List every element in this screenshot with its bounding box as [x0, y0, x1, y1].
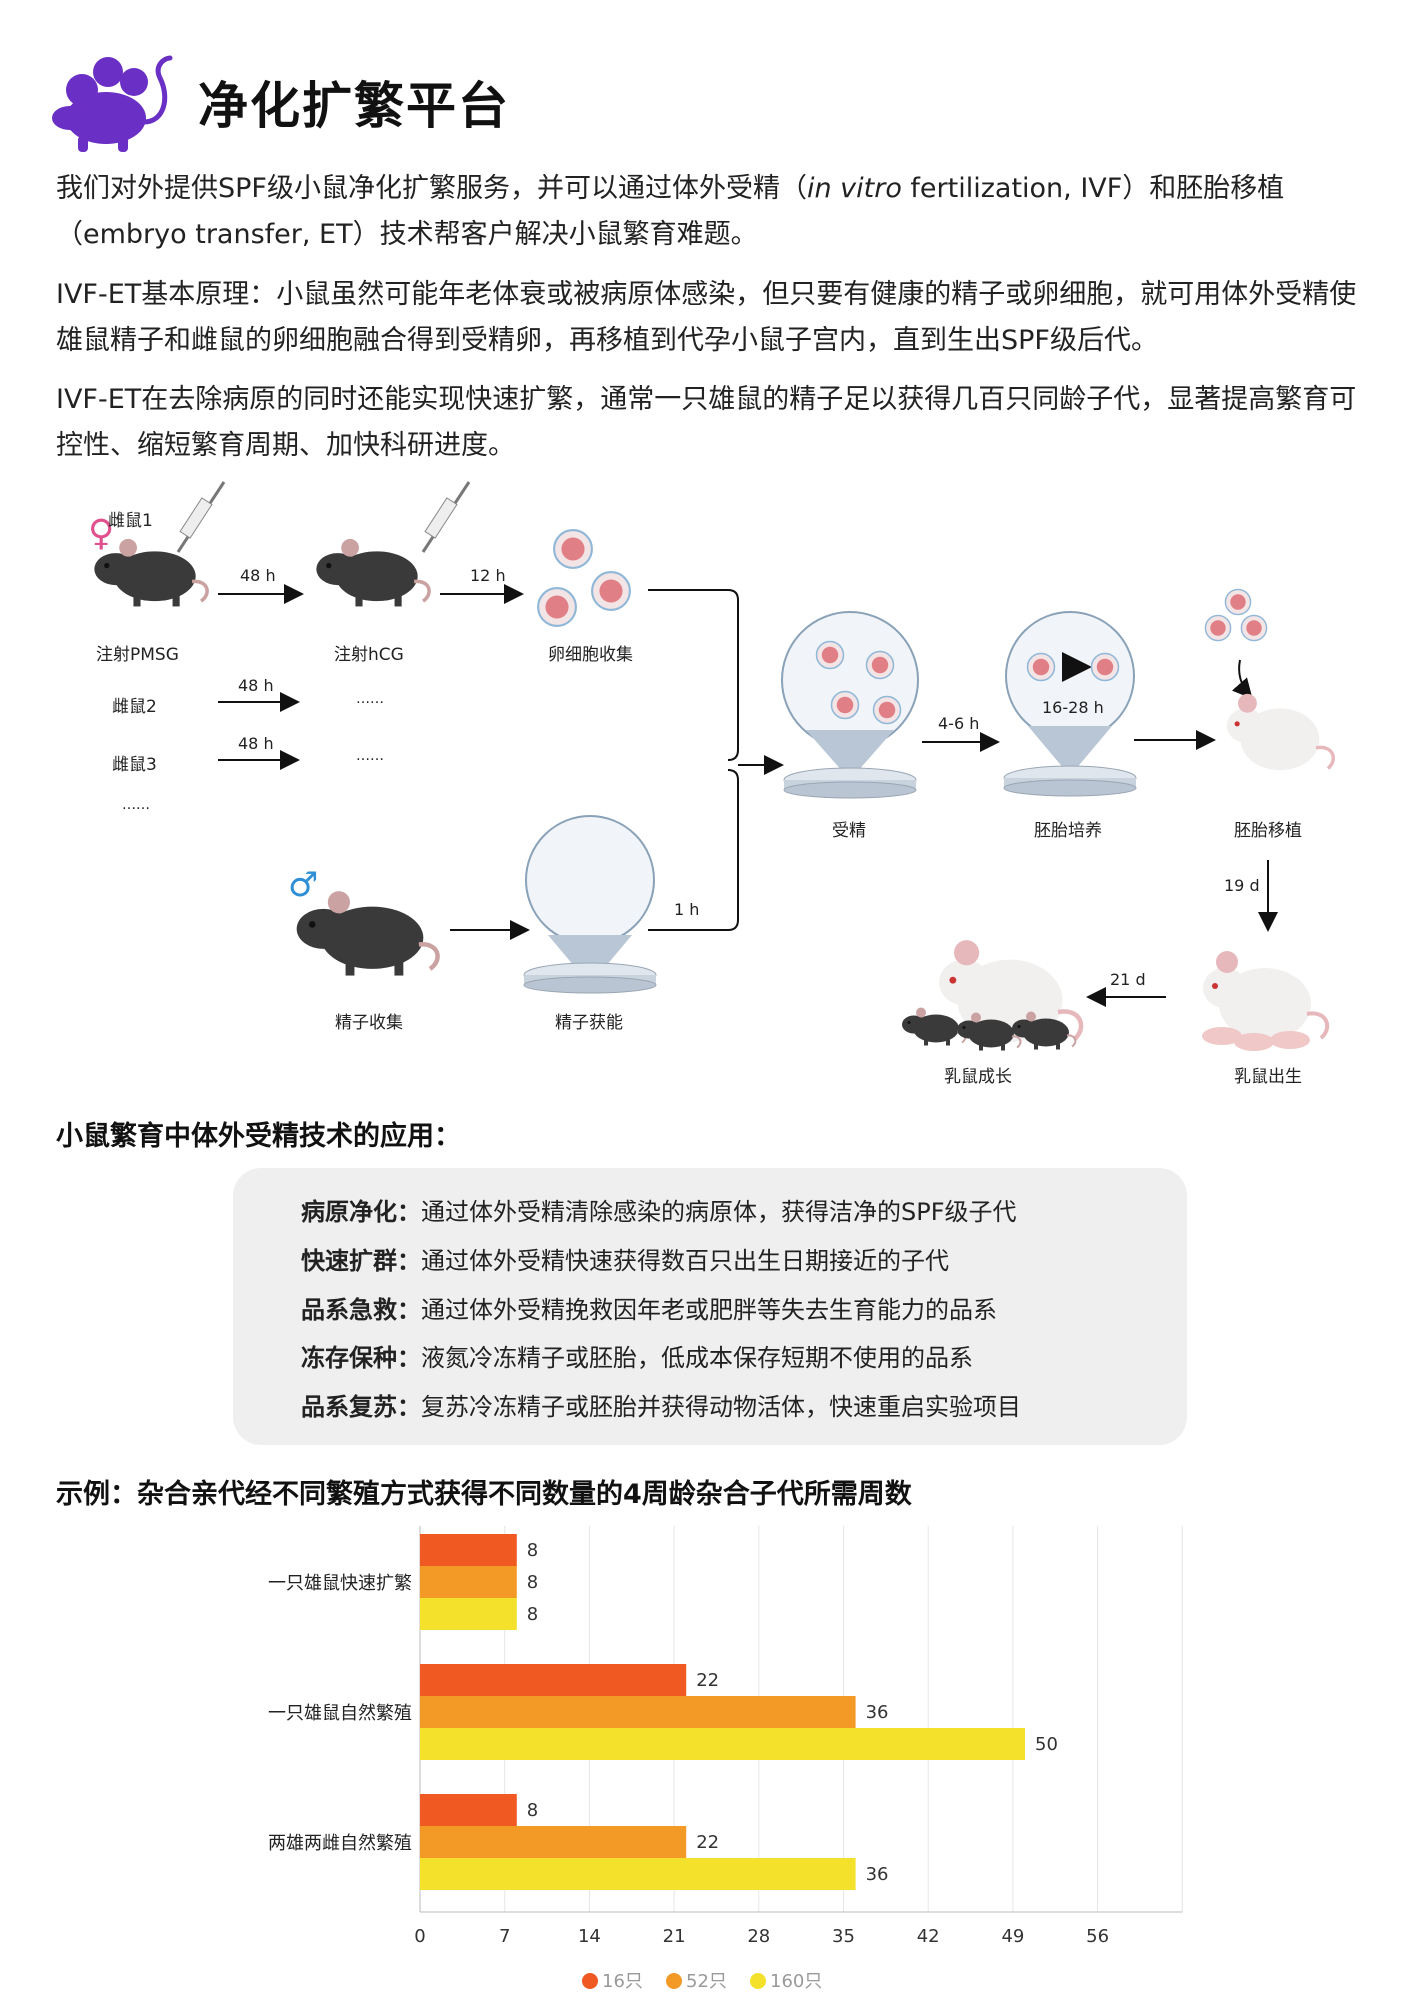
time-48h-a: 48 h [240, 566, 276, 585]
bar-value-label: 22 [696, 1670, 719, 1691]
x-tick-label: 7 [499, 1926, 510, 1947]
time-12h: 12 h [470, 566, 506, 585]
sperm-capacitation-label: 精子获能 [555, 1013, 623, 1033]
category-label: 两雄两雌自然繁殖 [268, 1832, 412, 1854]
intro-paragraph-1: 我们对外提供SPF级小鼠净化扩繁服务，并可以通过体外受精（in vitro fe… [56, 166, 1366, 258]
application-item: 病原净化：通过体外受精清除感染的病原体，获得洁净的SPF级子代 [301, 1198, 1017, 1226]
legend-label: 160只 [770, 1971, 822, 1992]
x-tick-label: 21 [663, 1926, 686, 1947]
bar-value-label: 36 [866, 1864, 889, 1885]
intro-paragraph-2: IVF-ET基本原理：小鼠虽然可能年老体衰或被病原体感染，但只要有健康的精子或卵… [56, 279, 1357, 356]
bar [420, 1566, 517, 1598]
x-tick-label: 0 [414, 1926, 425, 1947]
page-title: 净化扩繁平台 [198, 77, 510, 135]
bar-value-label: 8 [527, 1604, 538, 1625]
embryo-transfer-label: 胚胎移植 [1234, 821, 1302, 841]
application-item: 品系急救：通过体外受精挽救因年老或肥胖等失去生育能力的品系 [301, 1296, 997, 1324]
more-females-ellipsis: …… [122, 797, 150, 813]
bar-value-label: 22 [696, 1832, 719, 1853]
legend-label: 52只 [686, 1971, 727, 1992]
female-2-label: 雌鼠2 [112, 697, 157, 717]
x-tick-label: 49 [1001, 1926, 1024, 1947]
pups-grow-label: 乳鼠成长 [944, 1067, 1012, 1087]
x-tick-label: 28 [747, 1926, 770, 1947]
bar [420, 1534, 517, 1566]
legend-label: 16只 [602, 1971, 643, 1992]
time-4-6h: 4-6 h [938, 714, 980, 733]
x-tick-label: 42 [917, 1926, 940, 1947]
bar-chart: 0 7 14 21 28 35 42 49 56 一只雄鼠快速扩繁 8 8 8 一只雄鼠自然繁殖 22 36 5… [268, 1526, 1183, 1992]
x-tick-label: 35 [832, 1926, 855, 1947]
time-19d: 19 d [1224, 876, 1260, 895]
bar [420, 1598, 517, 1630]
female-1-label: 雌鼠1 [108, 511, 153, 531]
inject-pmsg-label: 注射PMSG [96, 645, 179, 665]
intro-p1-italic: in vitro [806, 173, 902, 204]
process-artwork: ♀ ♂ [88, 480, 1336, 1052]
legend-swatch [582, 1973, 598, 1989]
bar [420, 1728, 1025, 1760]
ellipsis-row-3: …… [356, 748, 384, 764]
ellipsis-row-2: …… [356, 691, 384, 707]
sperm-collect-label: 精子收集 [335, 1013, 403, 1033]
svg-text:♀: ♀ [88, 513, 114, 554]
x-tick-label: 56 [1086, 1926, 1109, 1947]
bar-value-label: 8 [527, 1800, 538, 1821]
example-heading: 示例：杂合亲代经不同繁殖方式获得不同数量的4周龄杂合子代所需周数 [56, 1479, 912, 1510]
bar-value-label: 36 [866, 1702, 889, 1723]
time-1h: 1 h [674, 900, 700, 919]
bar-value-label: 8 [527, 1572, 538, 1593]
intro-paragraph-3: IVF-ET在去除病原的同时还能实现快速扩繁，通常一只雄鼠的精子足以获得几百只同… [56, 384, 1357, 461]
fertilization-label: 受精 [832, 821, 866, 841]
time-16-28h: 16-28 h [1042, 698, 1104, 717]
intro-p1-part-a: 我们对外提供SPF级小鼠净化扩繁服务，并可以通过体外受精（ [56, 173, 807, 204]
bar [420, 1696, 856, 1728]
bar-value-label: 50 [1035, 1734, 1058, 1755]
bar [420, 1858, 856, 1890]
applications-heading: 小鼠繁育中体外受精技术的应用： [56, 1121, 461, 1152]
time-48h-c: 48 h [238, 734, 274, 753]
bar [420, 1826, 687, 1858]
pups-born-label: 乳鼠出生 [1234, 1067, 1302, 1087]
x-tick-label: 14 [578, 1926, 601, 1947]
application-item: 快速扩群：通过体外受精快速获得数百只出生日期接近的子代 [301, 1247, 949, 1275]
female-3-label: 雌鼠3 [112, 755, 157, 775]
svg-text:♂: ♂ [288, 865, 318, 905]
bar [420, 1664, 687, 1696]
bar-value-label: 8 [527, 1540, 538, 1561]
intro-p1-part-b: fertilization, IVF）和胚胎移植（embryo transfer… [56, 173, 1285, 250]
category-label: 一只雄鼠自然繁殖 [268, 1702, 412, 1724]
applications-box: 病原净化：通过体外受精清除感染的病原体，获得洁净的SPF级子代 快速扩群：通过体… [233, 1168, 1187, 1445]
time-21d: 21 d [1110, 970, 1146, 989]
legend-swatch [750, 1973, 766, 1989]
mouse-logo-icon [52, 55, 173, 152]
legend-swatch [666, 1973, 682, 1989]
embryo-culture-label: 胚胎培养 [1034, 821, 1102, 841]
category-label: 一只雄鼠快速扩繁 [268, 1573, 412, 1594]
application-item: 冻存保种：液氮冷冻精子或胚胎，低成本保存短期不使用的品系 [301, 1344, 973, 1372]
inject-hcg-label: 注射hCG [334, 645, 404, 665]
bar [420, 1794, 517, 1826]
oocyte-collect-label: 卵细胞收集 [548, 645, 633, 665]
time-48h-b: 48 h [238, 676, 274, 695]
application-item: 品系复苏：复苏冷冻精子或胚胎并获得动物活体，快速重启实验项目 [301, 1393, 1021, 1421]
